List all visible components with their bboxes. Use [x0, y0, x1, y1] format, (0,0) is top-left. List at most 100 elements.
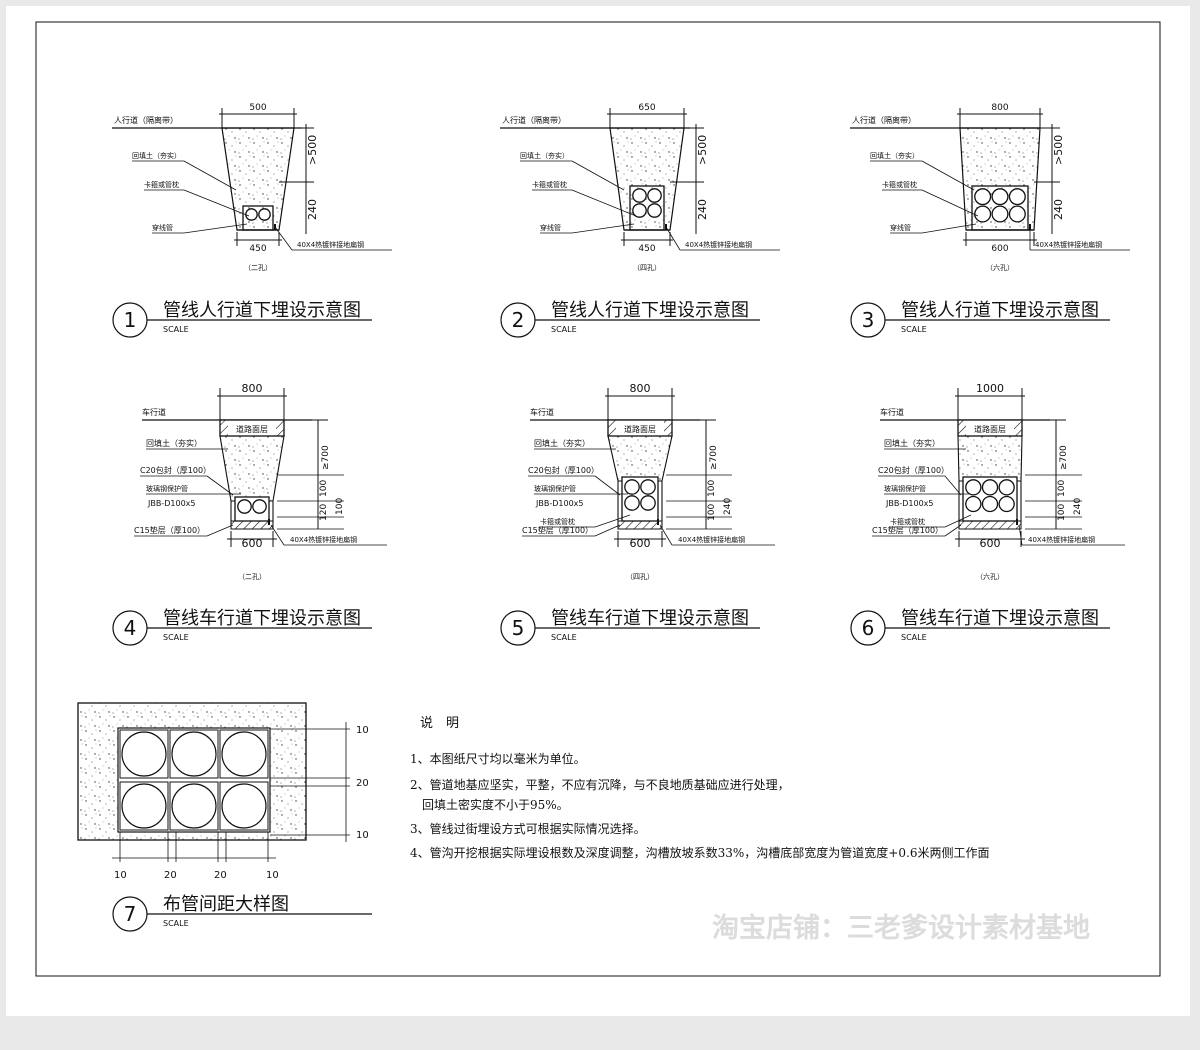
detail-title: 管线车行道下埋设示意图 [551, 608, 749, 629]
conduit-pipe [258, 208, 271, 221]
depth-dim: >500 [306, 135, 319, 165]
conduit-pipe [981, 479, 999, 496]
detail-title: 布管间距大样图 [163, 894, 289, 915]
pipe-cell [219, 781, 269, 831]
bottom-dim: 10 [266, 870, 279, 881]
ground-bar-label: 40X4热镀锌接地扁钢 [297, 240, 364, 249]
holes-label: （四孔） [633, 264, 661, 272]
c20-label: C20包封（厚100） [528, 465, 599, 475]
dim-line [944, 514, 972, 528]
dim-a: 100 [707, 480, 717, 497]
bottom-width-dim: 600 [630, 537, 651, 550]
pipe-circle [171, 783, 217, 829]
surface-hatch [664, 420, 672, 436]
ground-bar-label: 40X4热镀锌接地扁钢 [1028, 535, 1095, 544]
pipe-label: 玻璃钢保护管 [146, 484, 188, 493]
holes-label: （二孔） [238, 573, 266, 581]
holes-label: （六孔） [986, 263, 1014, 272]
conduit-pipe [237, 499, 252, 514]
detail-scale: SCALE [551, 633, 577, 642]
dim-line [594, 475, 621, 496]
road-label: 车行道 [530, 407, 554, 417]
bottom-width-dim: 450 [638, 244, 655, 254]
backfill-label: 回填土（夯实） [132, 151, 181, 160]
detail-scale: SCALE [551, 325, 577, 334]
c15-label: C15垫层（厚100） [872, 525, 943, 535]
dim-line [594, 514, 631, 528]
bottom-width-dim: 600 [991, 244, 1008, 254]
dim-b: 100 [335, 498, 345, 515]
detail-title: 管线车行道下埋设示意图 [901, 608, 1099, 629]
pipe-circle [171, 731, 217, 777]
surface-hatch [1014, 420, 1022, 436]
c20-label: C20包封（厚100） [140, 465, 211, 475]
conduit-pipe [624, 495, 640, 511]
conduit-pipe [640, 495, 656, 511]
dim-line [571, 189, 637, 217]
dim-line [270, 524, 285, 546]
detail-number: 5 [512, 616, 525, 640]
detail-scale: SCALE [901, 325, 927, 334]
backfill-label: 回填土（夯实） [146, 438, 202, 448]
spec-label: JBB-D100x5 [885, 499, 933, 508]
surface-hatch [608, 420, 616, 436]
conduit-pipe [1008, 205, 1026, 223]
detail-number: 2 [512, 308, 525, 332]
dim-b: 240 [723, 498, 733, 515]
dim-line [659, 524, 673, 546]
drawing-border [35, 21, 1161, 977]
dim-line [944, 475, 962, 496]
conduit-pipe [252, 499, 267, 514]
detail-number: 4 [124, 616, 137, 640]
conduit-pipe [632, 188, 647, 203]
top-width-dim: 1000 [976, 382, 1004, 395]
surface-hatch [276, 420, 284, 436]
conduit-label: 卡箍或管枕 [532, 180, 567, 189]
right-dim: 10 [356, 830, 369, 841]
backfill-label: 回填土（夯实） [870, 151, 919, 160]
ground-bar-label: 40X4热镀锌接地扁钢 [1035, 240, 1102, 249]
dim-line [1018, 524, 1023, 546]
top-width-dim: 800 [991, 103, 1008, 113]
backfill-trench [607, 435, 673, 482]
depth-dim: ≥700 [321, 445, 331, 470]
conduit-label: 卡箍或管枕 [882, 180, 917, 189]
bottom-width-dim: 600 [980, 537, 1001, 550]
detail-number: 7 [124, 902, 137, 926]
backfill-label: 回填土（夯实） [884, 438, 940, 448]
right-dim: 20 [356, 778, 369, 789]
conduit-pipe [965, 479, 982, 496]
backfill-trench [957, 435, 1023, 482]
conduit-pipe [998, 495, 1015, 513]
depth-dim: >500 [1052, 135, 1065, 165]
dim-line [571, 223, 635, 234]
note-item-2: 2、管道地基应坚实，平整，不应有沉降，与不良地质基础应进行处理， [410, 777, 790, 792]
conduit-pipe [1008, 188, 1026, 206]
conduit-pipe [965, 495, 982, 513]
detail-title: 管线人行道下埋设示意图 [163, 300, 361, 321]
depth-dim: ≥700 [709, 445, 719, 470]
conduit-pipe [245, 208, 258, 221]
note-item-3: 3、管线过街埋设方式可根据实际情况选择。 [410, 821, 646, 836]
bottom-height-dim: 240 [306, 199, 319, 220]
dim-line [274, 226, 293, 251]
conduit-pipe [991, 205, 1009, 223]
c15-bed [958, 520, 1022, 530]
backfill-label: 回填土（夯实） [534, 438, 590, 448]
holes-label: （四孔） [626, 573, 654, 581]
ground-label: 人行道（隔离带） [114, 115, 178, 125]
detail-title: 管线车行道下埋设示意图 [163, 608, 361, 629]
conduit-pipe [640, 479, 656, 495]
dim-line [944, 524, 962, 537]
dim-line [183, 160, 237, 191]
dim-line [183, 223, 248, 234]
ground-label: 人行道（隔离带） [852, 115, 916, 125]
pipe-cell [119, 729, 169, 779]
notes-heading: 说 明 [420, 716, 459, 731]
c15-label: C15垫层（厚100） [522, 525, 593, 535]
dim-line [921, 160, 975, 191]
watermark: 淘宝店铺：三老爹设计素材基地 [712, 912, 1090, 944]
pipe-label: 玻璃钢保护管 [534, 484, 576, 493]
